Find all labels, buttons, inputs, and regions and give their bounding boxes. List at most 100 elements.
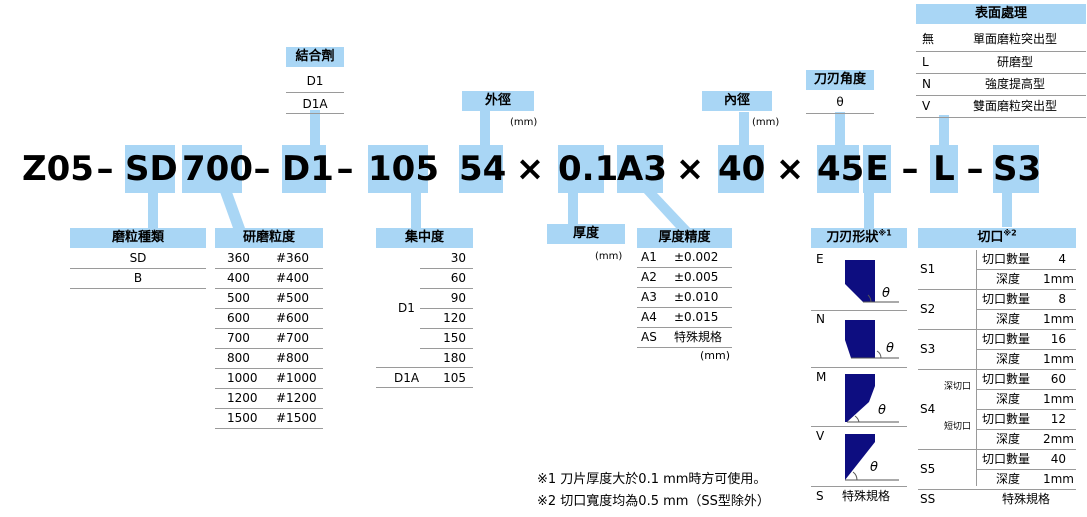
row-divider (976, 309, 1076, 310)
notch-count: 60 (1050, 372, 1066, 386)
code-separator: – (253, 149, 271, 189)
grit-mesh: #800 (276, 351, 309, 365)
code-edge-shape: E (863, 145, 891, 193)
row-divider (215, 408, 323, 409)
row-divider (918, 449, 1076, 450)
note-1: ※1 刀片厚度大於0.1 mm時方可使用。 (537, 472, 767, 487)
notch-count-label: 切口數量 (982, 452, 1031, 466)
grit-value: 1000 (227, 371, 258, 385)
concentration-group: D1 (398, 301, 415, 315)
row-divider (420, 288, 473, 289)
tolerance-code: A4 (641, 310, 657, 324)
notch-count-label: 切口數量 (982, 252, 1031, 266)
row-divider (976, 409, 1076, 410)
surface-code: L (922, 55, 929, 69)
tolerance-code: A3 (641, 290, 657, 304)
row-divider (976, 269, 1076, 270)
code-separator: – (966, 149, 984, 189)
notch-count: 8 (1058, 292, 1066, 306)
outer-dia-unit: (mm) (510, 117, 538, 128)
edge-shape-e-icon (845, 260, 899, 303)
grit-mesh: #400 (276, 271, 309, 285)
row-divider (420, 348, 473, 349)
row-divider (637, 327, 732, 328)
thickness-unit: (mm) (595, 251, 623, 262)
edge-shape-code: M (816, 370, 827, 384)
concentration-value: 60 (450, 271, 466, 285)
row-divider (215, 288, 323, 289)
grit-mesh: #700 (276, 331, 309, 345)
edge-shape-code: N (816, 312, 825, 326)
tolerance-value: ±0.010 (674, 290, 719, 304)
code-outer-dia: 54 (459, 145, 506, 193)
notch-depth-label: 深度 (996, 352, 1021, 366)
surface-code: V (922, 99, 931, 113)
bond-row: D1 (306, 74, 324, 88)
concentration-group: D1A (394, 371, 420, 385)
row-divider (918, 289, 1076, 290)
tolerance-unit: (mm) (700, 349, 731, 362)
code-surface: L (930, 145, 958, 193)
notch-connector (1002, 192, 1012, 227)
row-divider (420, 328, 473, 329)
grit-value: 1200 (227, 391, 258, 405)
abrasive-header: 磨粒種類 (70, 228, 206, 248)
inner-dia-unit: (mm) (752, 117, 780, 128)
grit-value: 600 (227, 311, 250, 325)
grit-header: 研磨粒度 (215, 228, 323, 248)
tolerance-header: 厚度精度 (637, 228, 732, 248)
edge-shape-code: E (816, 252, 824, 266)
surface-code: 無 (922, 32, 935, 46)
row-divider (215, 308, 323, 309)
notch-code: S4 (920, 402, 936, 416)
surface-label: 雙面磨粒突出型 (972, 99, 1057, 113)
edge-shape-title: 刀刃形狀 (826, 230, 879, 245)
grit-mesh: #1200 (276, 391, 317, 405)
row-divider (918, 489, 1076, 490)
edge-shape-code: S (816, 489, 824, 503)
row-divider (420, 268, 473, 269)
row-divider (215, 348, 323, 349)
edge-shape-n-icon (845, 320, 899, 359)
surface-label: 強度提高型 (984, 77, 1045, 91)
code-prefix: Z05 (22, 149, 94, 189)
row-divider (215, 328, 323, 329)
code-grit: 700 (182, 145, 253, 193)
row-divider (976, 469, 1076, 470)
notch-depth-label: 深度 (996, 312, 1021, 326)
notch-depth: 1mm (1042, 312, 1074, 326)
row-divider (918, 329, 1076, 330)
surface-label: 單面磨粒突出型 (972, 32, 1057, 46)
grit-value: 800 (227, 351, 250, 365)
code-inner-dia: 40 (718, 145, 765, 193)
notch-short-label: 短切口 (944, 422, 972, 432)
code-concentration: 105 (368, 145, 439, 193)
notch-depth: 1mm (1042, 392, 1074, 406)
notch-code: S5 (920, 462, 936, 476)
grit-value: 500 (227, 291, 250, 305)
row-divider (215, 428, 323, 429)
tolerance-value: 特殊規格 (674, 330, 723, 344)
surface-connector (939, 115, 949, 146)
grit-value: 360 (227, 251, 250, 265)
surface-label: 研磨型 (996, 55, 1033, 69)
tolerance-code: A2 (641, 270, 657, 284)
edge-shape-special: 特殊規格 (842, 489, 891, 503)
edge-shape-header: 刀刃形狀※1 (811, 228, 907, 248)
row-divider (637, 307, 732, 308)
grit-mesh: #1500 (276, 411, 317, 425)
row-divider (420, 308, 473, 309)
notch-deep-label: 深切口 (944, 382, 972, 392)
abrasive-row: B (133, 271, 143, 285)
edge-shape-theta: θ (878, 403, 886, 418)
concentration-value: 120 (443, 311, 466, 325)
notch-special: 特殊規格 (1001, 492, 1050, 506)
row-divider (215, 368, 323, 369)
code-abrasive: SD (125, 145, 178, 193)
edge-shape-theta: θ (886, 341, 894, 356)
notch-code: S1 (920, 262, 936, 276)
code-times: × (515, 149, 545, 189)
thickness-header: 厚度 (547, 224, 625, 244)
notch-count: 12 (1050, 412, 1066, 426)
